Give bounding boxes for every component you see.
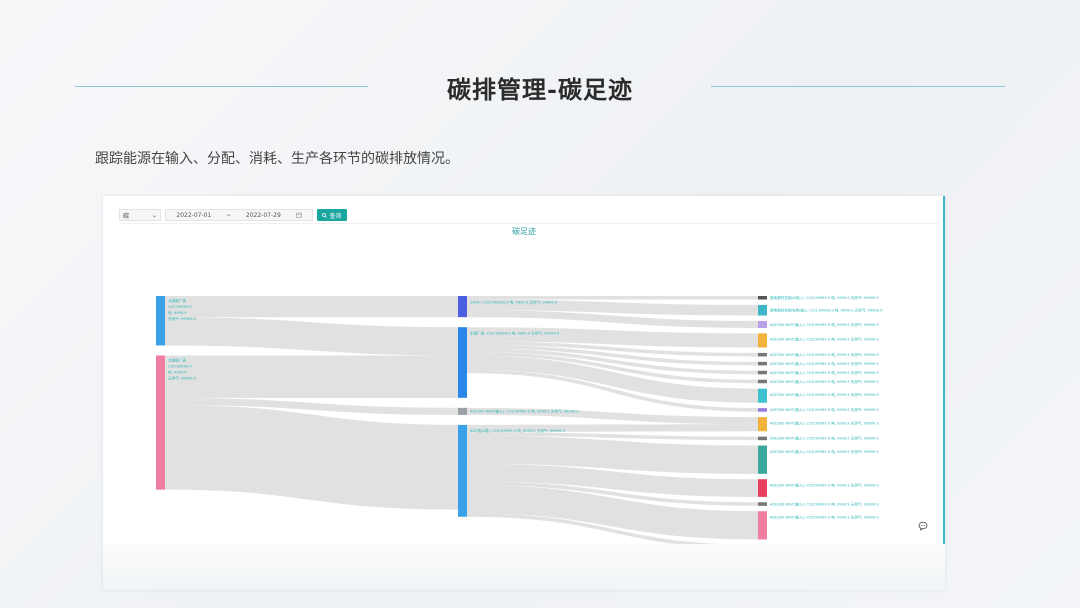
- sankey-node-t2[interactable]: [758, 304, 767, 316]
- sankey-node-s2[interactable]: [156, 355, 165, 490]
- chart-title: 碳足迹: [512, 227, 536, 236]
- sankey-node-label: AOE300 WHT(输入): CO2:99999.9 吨, 9999.9 天然…: [770, 352, 879, 357]
- sankey-node-t11[interactable]: [758, 417, 767, 432]
- sankey-node-t7[interactable]: [758, 370, 767, 375]
- sankey-node-label: 钢电源时控制(B类)输入: CO2:99999.9 吨, 9999.9 天然气:…: [770, 308, 883, 313]
- sankey-node-m1[interactable]: [458, 296, 467, 318]
- search-icon: [322, 212, 328, 218]
- chat-icon[interactable]: [918, 521, 928, 531]
- title-rule-left: [75, 86, 368, 87]
- calendar-icon: [295, 212, 302, 218]
- sankey-node-label: AOE300 WHT(输入): CO2:99999.9 吨, 9999.9 天然…: [770, 436, 879, 441]
- sankey-node-label: AOE300 WHT(输入): CO2:99999.9 吨, 9999.9 天然…: [770, 322, 879, 327]
- sankey-link[interactable]: [466, 481, 759, 506]
- sankey-node-t12[interactable]: [758, 436, 767, 441]
- sankey-node-t9[interactable]: [758, 388, 767, 403]
- sankey-link[interactable]: [164, 404, 459, 510]
- unit-select-value: 碳: [123, 212, 130, 220]
- sankey-node-t8[interactable]: [758, 379, 767, 384]
- sankey-node-s1[interactable]: [156, 296, 165, 346]
- date-end: 2022-07-29: [245, 211, 281, 219]
- query-button-label: 查询: [329, 212, 342, 220]
- sankey-link[interactable]: [466, 424, 759, 432]
- sankey-link[interactable]: [466, 299, 759, 316]
- sankey-node-label: AOE300 WHT(输入): CO2:99999.9 吨, 9999.9 天然…: [770, 361, 879, 366]
- sankey-node-label: AOE300 WHT(输入): CO2:99999.9 吨, 9999.9 天然…: [770, 449, 879, 454]
- sankey-node-label: 1#AC: CO2:999999.9 吨, 9999.9 天然气: 99999.…: [470, 299, 558, 304]
- sankey-node-label: 钢电源时控制(A类)入: CO2:99999.9 吨, 9999.9 天然气: …: [770, 295, 880, 300]
- unit-select[interactable]: 碳 ⌄: [119, 209, 161, 221]
- sankey-link[interactable]: [466, 484, 759, 540]
- sankey-node-t1[interactable]: [758, 296, 767, 300]
- sankey-node-t4[interactable]: [758, 333, 767, 348]
- sankey-node-m4[interactable]: [458, 424, 467, 517]
- sankey-link[interactable]: [466, 351, 759, 384]
- sankey-link[interactable]: [466, 435, 759, 474]
- sankey-node-label: AOE300 WHT(输入): CO2:99999.9 吨, 9999.9 天然…: [770, 515, 879, 520]
- sankey-node-label: AOE300 WHT(输入): CO2:99999.9 吨, 9999.9 天然…: [770, 379, 879, 384]
- sankey-node-label: AOE300 WHT(输入): CO2:99999.9 吨, 9999.9 天然…: [770, 370, 879, 375]
- sankey-link[interactable]: [466, 355, 759, 403]
- sankey-node-t14[interactable]: [758, 479, 767, 497]
- sankey-node-label: 主铸厂表: CO2:99999.9 吨, 9999.9 天然气: 99999.9: [470, 330, 560, 335]
- sankey-node-label: AOE300 WHT(输入): CO2:99999.9 吨, 9999.9 天然…: [770, 407, 879, 412]
- sankey-link[interactable]: [466, 369, 759, 412]
- sankey-link[interactable]: [466, 407, 759, 425]
- sankey-node-t13[interactable]: [758, 445, 767, 474]
- sankey-node-label: AOE300 WHT(输入): CO2:99999.9 吨, 9999.9 天然…: [770, 392, 879, 397]
- sankey-node-m2[interactable]: [458, 327, 467, 398]
- sankey-node-m3[interactable]: [458, 407, 467, 415]
- sankey-node-t15[interactable]: [758, 502, 767, 506]
- sankey-node-label: AOE300 WHT(输入): CO2:99999.9 吨, 9999.9 天然…: [770, 501, 879, 506]
- sankey-node-t16[interactable]: [758, 511, 767, 540]
- app-screenshot: 碳 ⌄ 2022-07-01 ~ 2022-07-29 查询 碳足迹 北钢原厂表…: [103, 196, 945, 590]
- sankey-link[interactable]: [466, 431, 759, 441]
- sankey-link[interactable]: [466, 327, 759, 348]
- sankey-link[interactable]: [466, 341, 759, 357]
- scroll-accent-bar: [943, 196, 945, 544]
- date-start: 2022-07-01: [176, 211, 212, 219]
- sankey-node-t10[interactable]: [758, 408, 767, 412]
- sankey-link[interactable]: [466, 344, 759, 366]
- sankey-link[interactable]: [164, 317, 459, 356]
- sankey-node-t3[interactable]: [758, 320, 767, 328]
- sankey-link[interactable]: [164, 397, 459, 415]
- query-button[interactable]: 查询: [317, 209, 347, 221]
- slide-title: 碳排管理-碳足迹: [447, 75, 633, 104]
- sankey-node-label: AOE300 WHT(输入): CO2:99999.9 吨, 9999.9 天然…: [770, 420, 879, 425]
- chevron-down-icon: ⌄: [151, 211, 157, 219]
- sankey-node-label: AOE300 WHT(输入): CO2:99999.9 吨, 9999.9 天然…: [770, 483, 879, 488]
- sankey-node-t6[interactable]: [758, 361, 767, 366]
- sankey-link[interactable]: [466, 463, 759, 497]
- toolbar-divider: [119, 223, 939, 224]
- slide-subtitle: 跟踪能源在输入、分配、消耗、生产各环节的碳排放情况。: [95, 151, 459, 167]
- sankey-node-label: BOE表(A表): CO2:99999.9 吨, 9999.9 天然气: 999…: [470, 428, 565, 433]
- sankey-node-t5[interactable]: [758, 352, 767, 357]
- screenshot-bottom-fade: [103, 544, 945, 590]
- sankey-link[interactable]: [466, 348, 759, 375]
- title-rule-right: [711, 86, 1005, 87]
- date-separator: ~: [226, 211, 232, 219]
- sankey-node-label: AOE300 WHT(输入): CO2:99999.9 吨, 9999.9 天然…: [770, 337, 879, 342]
- sankey-link[interactable]: [466, 310, 759, 328]
- date-range-picker[interactable]: 2022-07-01 ~ 2022-07-29: [165, 209, 313, 221]
- filter-toolbar: 碳 ⌄ 2022-07-01 ~ 2022-07-29 查询: [119, 208, 347, 222]
- sankey-node-label: AOE300 WHT(输入): CO2:99999.9 吨, 9999.9 天然…: [470, 409, 579, 414]
